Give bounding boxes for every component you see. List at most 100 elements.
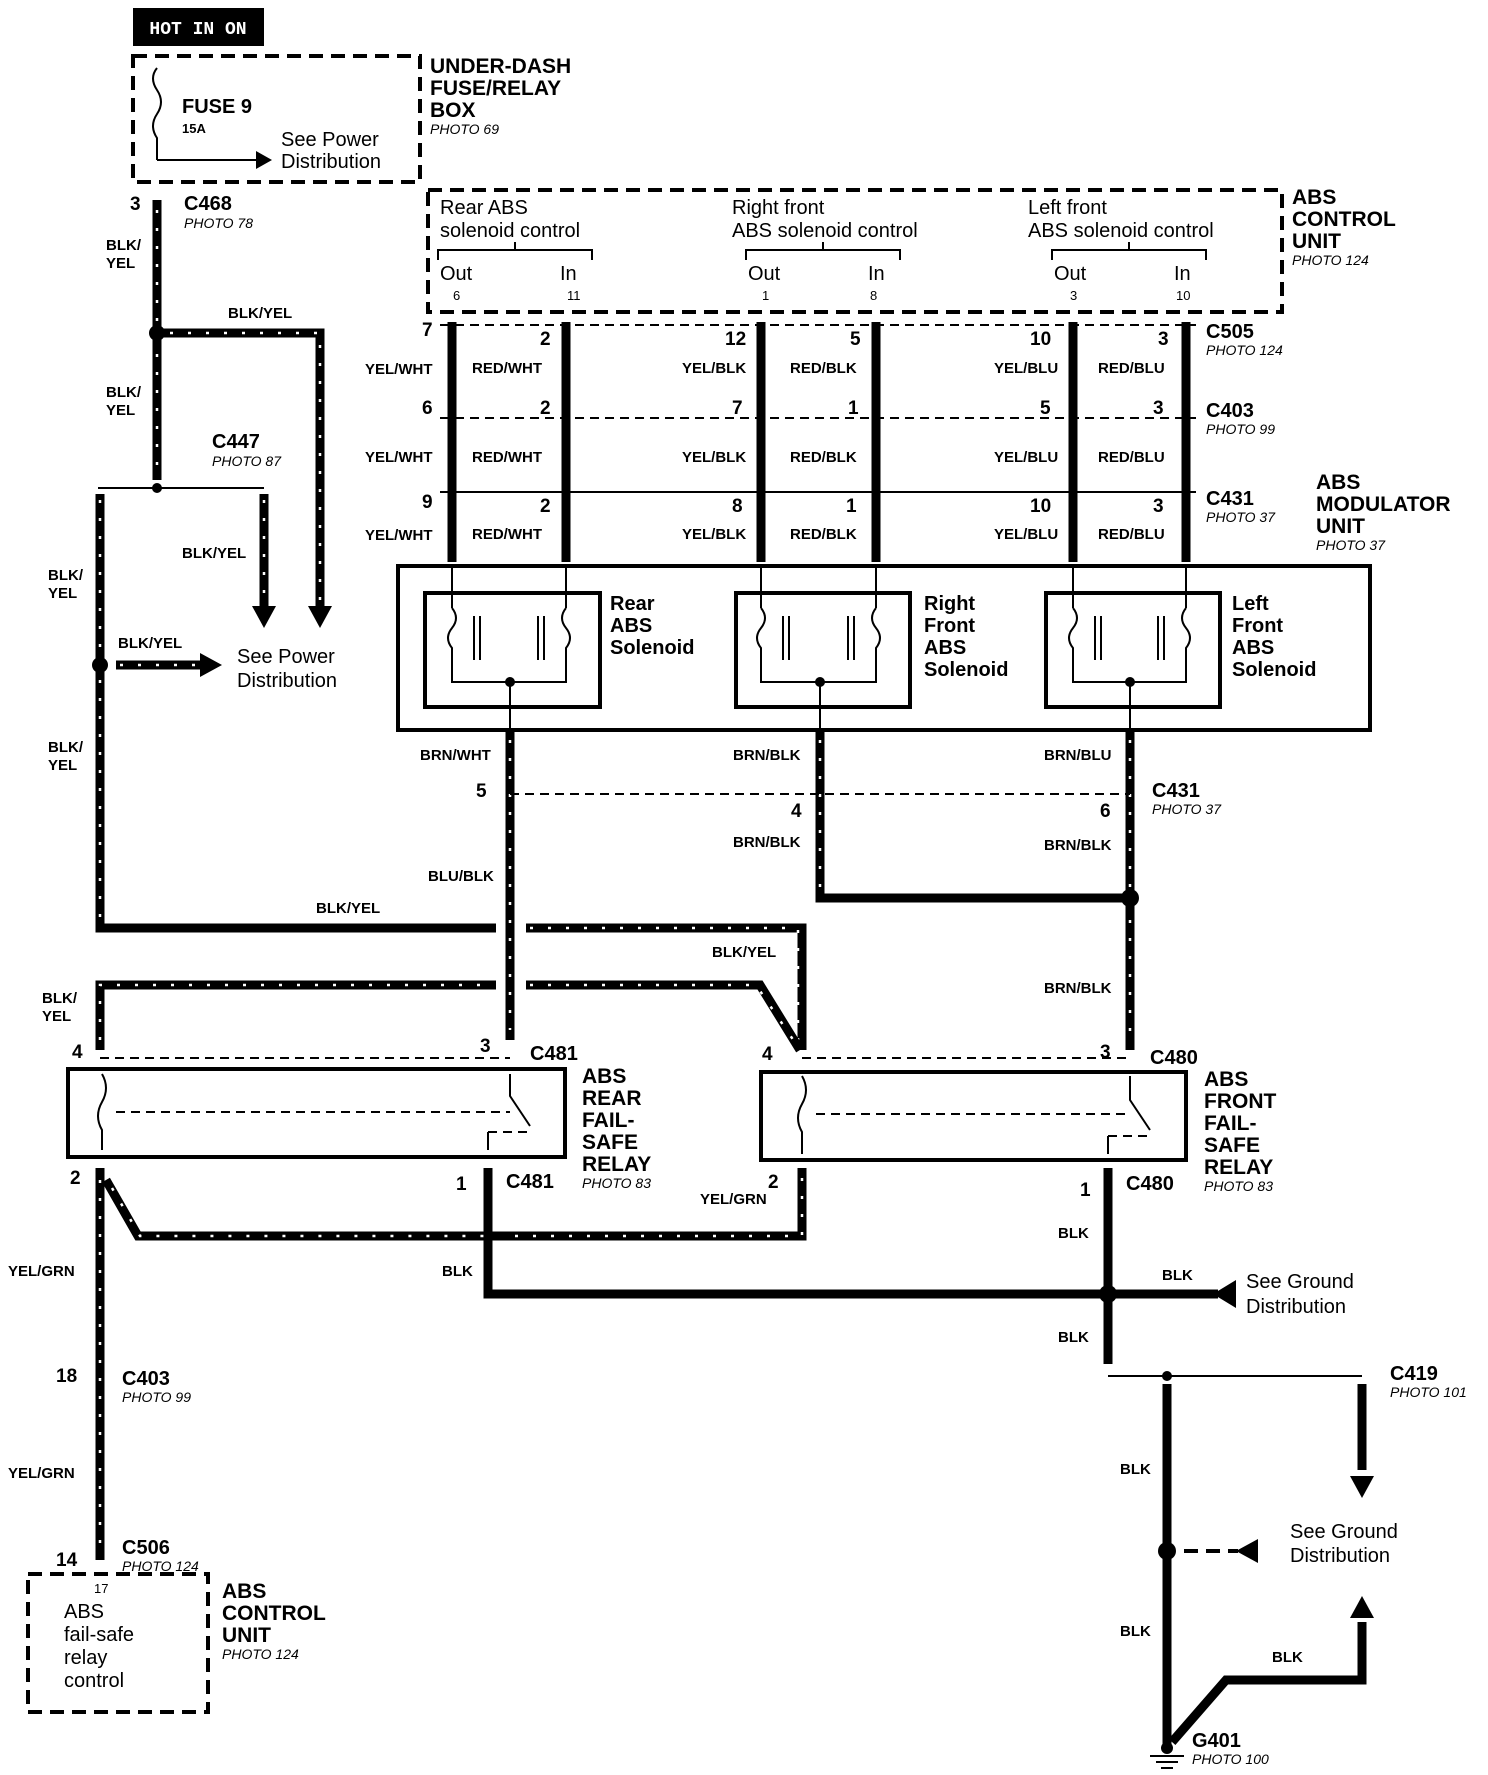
cu-lf-out: Out — [1054, 263, 1087, 285]
fuse-relay-box: FUSE 9 15A See Power Distribution UNDER-… — [131, 54, 571, 184]
c403-bot-photo: PHOTO 99 — [122, 1389, 191, 1405]
cu-bot-pin: 17 — [94, 1581, 108, 1596]
modulator-name-1: ABS — [1316, 471, 1360, 494]
lbl-yel-grn-3: YEL/GRN — [8, 1465, 75, 1482]
c505-pin-4: 5 — [850, 329, 861, 350]
lbl-yel-blu-3: YEL/BLU — [994, 526, 1058, 543]
front-fail-safe-relay: 4 3 C480 2 1 C480 ABS FRONT FAIL- SAFE R… — [759, 1042, 1276, 1201]
g401-name: G401 — [1192, 1730, 1241, 1752]
c431mid-pin-1: 5 — [476, 781, 487, 802]
wire-blk-yel-front-relay — [95, 923, 807, 1053]
c431mid-pin-2: 4 — [791, 801, 802, 822]
lbl-red-wht-2: RED/WHT — [472, 449, 542, 466]
sol-rear-3: Solenoid — [610, 637, 694, 659]
wire-label-yel-3: YEL — [48, 585, 77, 602]
c431-pin-3: 8 — [732, 496, 743, 517]
rear-relay-1: ABS — [582, 1065, 626, 1088]
c403-pin-5: 5 — [1040, 398, 1051, 419]
hot-in-on-tag: HOT IN ON — [133, 8, 264, 46]
solenoid-control-wires — [447, 322, 1191, 562]
rear-relay-pin-2: 2 — [70, 1168, 81, 1189]
cu-rear-out-pin: 6 — [453, 288, 460, 303]
cu-bot-t4: control — [64, 1670, 124, 1692]
wire-label-blk-3: BLK/ — [48, 567, 84, 584]
c505-pin-5: 10 — [1030, 329, 1051, 350]
lbl-brn-wht: BRN/WHT — [420, 747, 491, 764]
lbl-brn-blu: BRN/BLU — [1044, 747, 1112, 764]
sol-lf-1: Left — [1232, 593, 1269, 615]
cu-group-right-front: Right front ABS solenoid control Out In … — [732, 197, 918, 303]
c431-pin-2: 2 — [540, 496, 551, 517]
c431-mid-photo: PHOTO 37 — [1152, 801, 1222, 817]
lbl-red-blu-1: RED/BLU — [1098, 360, 1165, 377]
abs-cu-top-3: UNIT — [1292, 230, 1341, 253]
lbl-blk-3: BLK — [1162, 1267, 1193, 1284]
c431-top-name: C431 — [1206, 488, 1254, 510]
cu-bot-name-3: UNIT — [222, 1624, 271, 1647]
rear-fail-safe-relay: 4 3 C481 2 1 C481 ABS REAR FAIL- SAFE RE… — [66, 1036, 651, 1195]
cu-rear-in-pin: 11 — [567, 288, 581, 303]
fuse-see-power-2: Distribution — [281, 151, 381, 173]
rear-relay-5: RELAY — [582, 1153, 651, 1176]
wire-label-yel-1: YEL — [106, 255, 135, 272]
rear-relay-4: SAFE — [582, 1131, 638, 1154]
c447-name: C447 — [212, 431, 260, 453]
wire-label-blk-5: BLK/ — [42, 990, 78, 1007]
c431-pin-4: 1 — [846, 496, 857, 517]
c447-photo: PHOTO 87 — [212, 453, 282, 469]
c403-pin-2: 2 — [540, 398, 551, 419]
c403-top-name: C403 — [1206, 400, 1254, 422]
c403-top-photo: PHOTO 99 — [1206, 421, 1275, 437]
c505-photo: PHOTO 124 — [1206, 342, 1283, 358]
sol-lf-3: ABS — [1232, 637, 1274, 659]
c431-pin-1: 9 — [422, 492, 433, 513]
front-relay-pin-2: 2 — [768, 1172, 779, 1193]
solenoid-return-wires — [505, 732, 1135, 1050]
front-relay-5: RELAY — [1204, 1156, 1273, 1179]
c431-top-photo: PHOTO 37 — [1206, 509, 1276, 525]
abs-cu-top-photo: PHOTO 124 — [1292, 252, 1369, 268]
lbl-blk-2: BLK — [1058, 1225, 1089, 1242]
front-relay-3: FAIL- — [1204, 1112, 1257, 1135]
wire-blk-yel-left-long — [95, 494, 496, 933]
lbl-red-blu-2: RED/BLU — [1098, 449, 1165, 466]
front-relay-pin-3: 3 — [1100, 1042, 1111, 1063]
lbl-yel-blu-1: YEL/BLU — [994, 360, 1058, 377]
c505-pin-2: 2 — [540, 329, 551, 350]
fuse-box-name-3: BOX — [430, 99, 476, 122]
ground-symbol — [1150, 1742, 1184, 1769]
lbl-yel-grn-2: YEL/GRN — [700, 1191, 767, 1208]
sol-rear-2: ABS — [610, 615, 652, 637]
c505-pin-3: 12 — [725, 329, 746, 350]
cu-rf-in: In — [868, 263, 885, 285]
c480-bot-name: C480 — [1126, 1173, 1174, 1195]
fuse-label: FUSE 9 — [182, 96, 252, 118]
see-ground-2-line1: See Ground — [1290, 1521, 1398, 1543]
sol-rf-4: Solenoid — [924, 659, 1008, 681]
cu-rf-title-2: ABS solenoid control — [732, 220, 918, 242]
c468-name: C468 — [184, 193, 232, 215]
front-relay-2: FRONT — [1204, 1090, 1276, 1113]
c506-pin: 14 — [56, 1550, 78, 1571]
wire-blk-yel-branch-top — [157, 328, 325, 608]
wire-label-yel-2: YEL — [106, 402, 135, 419]
lbl-yel-wht-1: YEL/WHT — [365, 361, 433, 378]
c419-photo: PHOTO 101 — [1390, 1384, 1467, 1400]
c431mid-pin-3: 6 — [1100, 801, 1111, 822]
c505-pin-1: 7 — [422, 320, 433, 341]
modulator-name-2: MODULATOR — [1316, 493, 1451, 516]
c403-bot-pin: 18 — [56, 1366, 77, 1387]
g401-photo: PHOTO 100 — [1192, 1751, 1269, 1767]
abs-cu-top-2: CONTROL — [1292, 208, 1396, 231]
hot-label: HOT IN ON — [149, 20, 246, 40]
abs-cu-top-1: ABS — [1292, 186, 1336, 209]
wire-label-blk-yel-top: BLK/YEL — [228, 305, 292, 322]
wire-label-blk-yel-mid: BLK/YEL — [118, 635, 182, 652]
c403-pin-3: 7 — [732, 398, 743, 419]
cu-lf-in-pin: 10 — [1176, 288, 1190, 303]
cu-rf-out-pin: 1 — [762, 288, 769, 303]
c481-top-name: C481 — [530, 1043, 578, 1065]
lbl-red-wht-3: RED/WHT — [472, 526, 542, 543]
front-relay-pin-1: 1 — [1080, 1180, 1091, 1201]
rear-relay-2: REAR — [582, 1087, 642, 1110]
